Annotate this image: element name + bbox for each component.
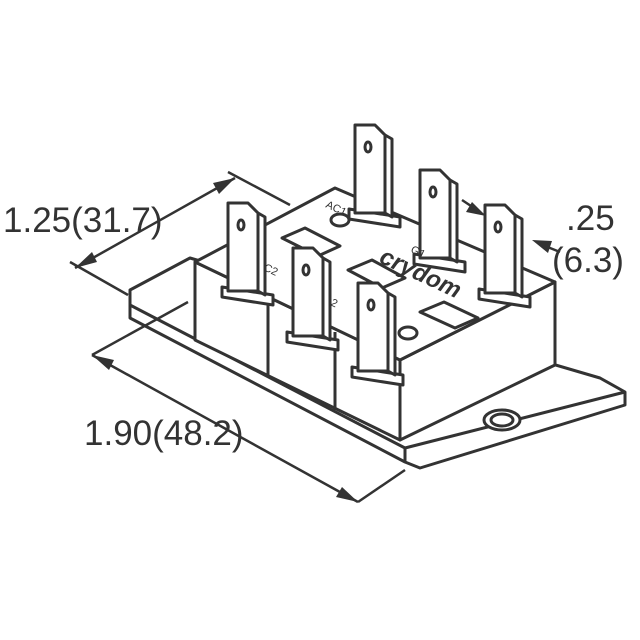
terminal-tab xyxy=(236,218,246,232)
mounting-hole-inner xyxy=(489,412,515,428)
label-g1: G1 xyxy=(409,244,427,261)
terminal-tab xyxy=(226,201,260,293)
slot xyxy=(418,300,480,330)
dim-length: 1.90(48.2) xyxy=(84,414,244,453)
ext-line xyxy=(91,300,189,357)
terminal-tab xyxy=(418,168,452,260)
ext-line xyxy=(69,260,129,297)
arrow-icon xyxy=(92,355,114,370)
arrow-icon xyxy=(75,252,97,268)
label-c2: C2 xyxy=(262,262,280,279)
terminal-tab xyxy=(363,140,373,154)
terminal-tab xyxy=(353,123,387,215)
terminal-tab xyxy=(301,263,311,277)
arrow-icon xyxy=(336,487,358,502)
dim-depth: 1.25(31.7) xyxy=(3,201,163,240)
terminal-tab xyxy=(483,203,517,295)
terminal-tab xyxy=(356,281,390,373)
dim-terminal-mm: (6.3) xyxy=(552,241,624,280)
label-2: 2 xyxy=(329,297,340,310)
terminal-tab xyxy=(366,298,376,312)
dim-line-depth xyxy=(74,176,236,270)
dim-line-length xyxy=(91,353,359,504)
arrow-icon xyxy=(532,240,552,253)
label-minus: - xyxy=(483,283,487,295)
terminal-tab xyxy=(291,246,325,338)
terminal-tab xyxy=(428,185,438,199)
ext-line xyxy=(227,170,291,207)
ext-line xyxy=(357,468,406,504)
arrow-icon xyxy=(213,178,235,194)
dim-terminal-in: .25 xyxy=(566,199,615,238)
screw-2 xyxy=(397,325,419,341)
terminal-tab xyxy=(493,220,503,234)
arrow-icon xyxy=(466,202,486,216)
